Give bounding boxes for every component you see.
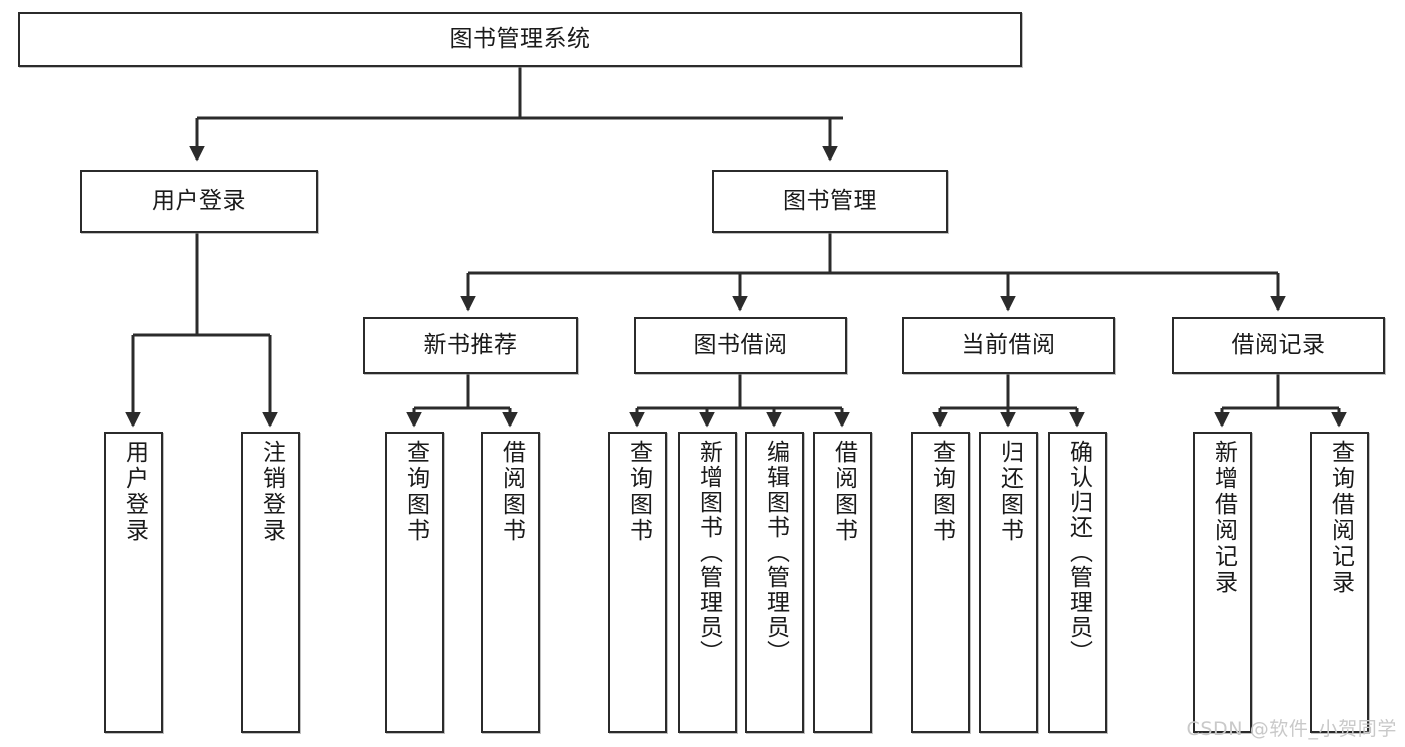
- node-root-system[interactable]: 图书管理系统: [18, 12, 1022, 67]
- node-root-system-label: 图书管理系统: [449, 25, 591, 52]
- leaf-confirm-return[interactable]: 确认归还（管理员）: [1048, 432, 1107, 733]
- leaf-query-book-2[interactable]: 查询图书: [608, 432, 667, 733]
- leaf-query-book-2-label: 查询图书: [625, 440, 652, 544]
- leaf-query-record[interactable]: 查询借阅记录: [1310, 432, 1369, 733]
- node-borrow-record[interactable]: 借阅记录: [1172, 317, 1385, 374]
- node-borrow-record-label: 借阅记录: [1231, 331, 1326, 358]
- leaf-confirm-return-label: 确认归还（管理员）: [1065, 440, 1092, 665]
- node-user-login[interactable]: 用户登录: [80, 170, 318, 233]
- leaf-return-book-label: 归还图书: [996, 440, 1023, 544]
- leaf-borrow-book-2[interactable]: 借阅图书: [813, 432, 872, 733]
- csdn-watermark: CSDN @软件_小贺同学: [1186, 718, 1397, 740]
- leaf-user-login[interactable]: 用户登录: [104, 432, 163, 733]
- leaf-query-book-1[interactable]: 查询图书: [385, 432, 444, 733]
- node-book-borrow[interactable]: 图书借阅: [634, 317, 847, 374]
- leaf-user-logout-label: 注销登录: [258, 440, 285, 544]
- node-new-book-recommend[interactable]: 新书推荐: [363, 317, 578, 374]
- leaf-add-book[interactable]: 新增图书（管理员）: [678, 432, 737, 733]
- node-user-login-label: 用户登录: [152, 187, 246, 214]
- leaf-user-logout[interactable]: 注销登录: [241, 432, 300, 733]
- leaf-borrow-book-1-label: 借阅图书: [498, 440, 525, 544]
- leaf-query-book-3-label: 查询图书: [928, 440, 955, 544]
- node-book-management-label: 图书管理: [783, 187, 877, 214]
- node-book-management[interactable]: 图书管理: [712, 170, 948, 233]
- leaf-add-record-label: 新增借阅记录: [1210, 440, 1237, 596]
- leaf-add-record[interactable]: 新增借阅记录: [1193, 432, 1252, 733]
- leaf-borrow-book-2-label: 借阅图书: [830, 440, 857, 544]
- leaf-edit-book[interactable]: 编辑图书（管理员）: [745, 432, 804, 733]
- node-current-borrow[interactable]: 当前借阅: [902, 317, 1115, 374]
- leaf-return-book[interactable]: 归还图书: [979, 432, 1038, 733]
- leaf-edit-book-label: 编辑图书（管理员）: [762, 440, 789, 665]
- leaf-borrow-book-1[interactable]: 借阅图书: [481, 432, 540, 733]
- leaf-query-book-1-label: 查询图书: [402, 440, 429, 544]
- node-book-borrow-label: 图书借阅: [693, 331, 788, 358]
- leaf-user-login-label: 用户登录: [121, 440, 148, 544]
- leaf-add-book-label: 新增图书（管理员）: [695, 440, 722, 665]
- node-new-book-recommend-label: 新书推荐: [423, 331, 518, 358]
- leaf-query-record-label: 查询借阅记录: [1327, 440, 1354, 596]
- node-current-borrow-label: 当前借阅: [961, 331, 1056, 358]
- leaf-query-book-3[interactable]: 查询图书: [911, 432, 970, 733]
